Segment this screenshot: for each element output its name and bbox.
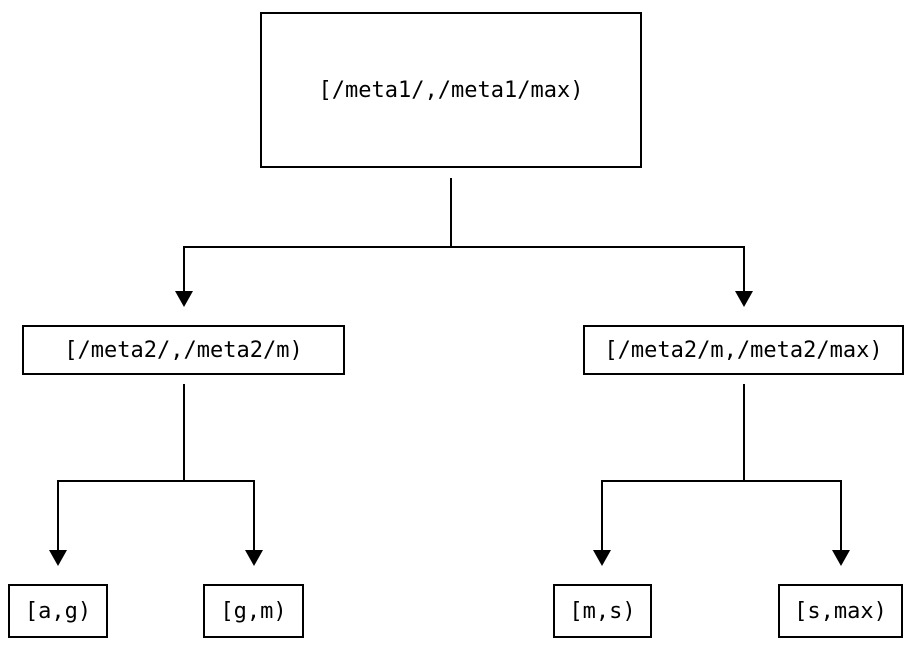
node-meta2-left-range: [/meta2/,/meta2/m) [22, 325, 345, 375]
arrow-down-icon [735, 291, 753, 307]
edge-root-to-right-drop [743, 246, 745, 292]
edge-meta2-right-stem [743, 384, 745, 482]
arrow-down-icon [49, 550, 67, 566]
edge-to-leaf-ag-drop [57, 480, 59, 550]
node-leaf-s-max: [s,max) [778, 584, 903, 638]
edge-root-to-left-drop [183, 246, 185, 292]
edge-to-leaf-gm-drop [253, 480, 255, 550]
arrow-down-icon [832, 550, 850, 566]
arrow-down-icon [593, 550, 611, 566]
edge-root-branch-bar [183, 246, 745, 248]
edge-meta2-right-branch-bar [601, 480, 842, 482]
arrow-down-icon [245, 550, 263, 566]
edge-meta2-left-branch-bar [57, 480, 255, 482]
edge-to-leaf-ms-drop [601, 480, 603, 550]
edge-to-leaf-smax-drop [840, 480, 842, 550]
edge-meta2-left-stem [183, 384, 185, 482]
node-meta2-right-range: [/meta2/m,/meta2/max) [583, 325, 904, 375]
node-leaf-g-m: [g,m) [203, 584, 304, 638]
node-meta1-range: [/meta1/,/meta1/max) [260, 12, 642, 168]
edge-root-stem [450, 178, 452, 248]
node-leaf-a-g: [a,g) [8, 584, 108, 638]
arrow-down-icon [175, 291, 193, 307]
node-leaf-m-s: [m,s) [553, 584, 652, 638]
